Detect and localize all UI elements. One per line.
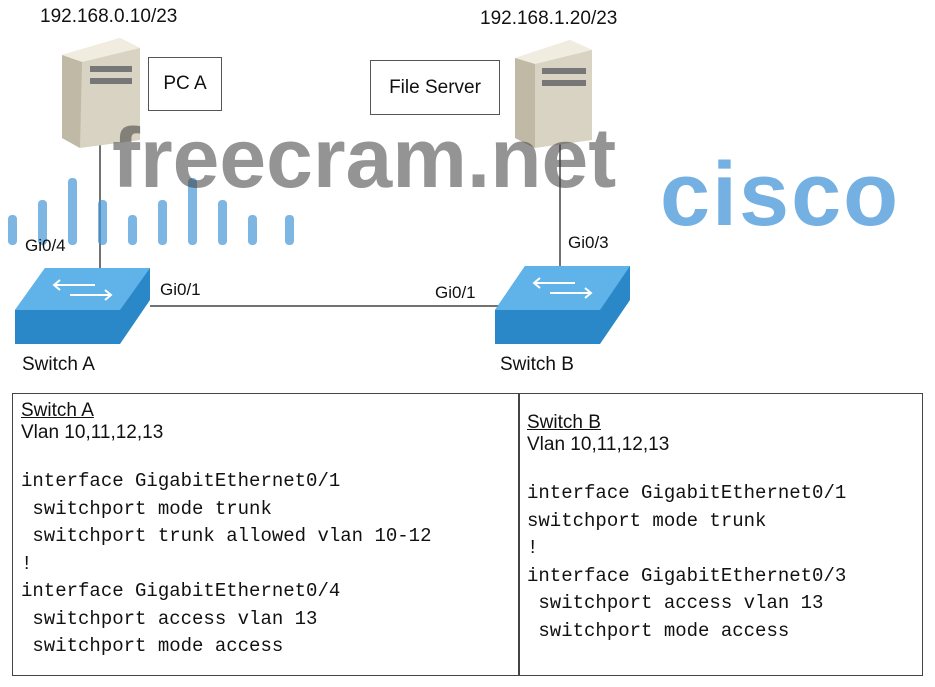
switch-a-icon: [15, 268, 150, 344]
config-line: switchport access vlan 13: [21, 607, 318, 630]
switch-a-label: Switch A: [22, 354, 95, 375]
config-line: interface GigabitEthernet0/3: [527, 564, 847, 587]
file-server-tower-icon: [515, 40, 592, 148]
switch-a-vlans: Vlan 10,11,12,13: [21, 422, 164, 443]
pc-a-ip: 192.168.0.10/23: [40, 6, 178, 27]
switch-a-port-gi0-1: Gi0/1: [160, 280, 201, 299]
config-line: interface GigabitEthernet0/1: [21, 470, 341, 492]
file-server-ip: 192.168.1.20/23: [480, 8, 618, 29]
switch-a-config-title: Switch A: [21, 400, 94, 421]
config-line: switchport mode trunk: [21, 497, 272, 520]
switch-a-config-lines: interface GigabitEthernet0/1 switchport …: [21, 468, 511, 661]
config-line: switchport mode access: [21, 635, 284, 657]
switch-b-label: Switch B: [500, 354, 574, 375]
cisco-logo-bars: [8, 178, 294, 245]
config-line: switchport mode trunk: [527, 509, 767, 532]
config-line: interface GigabitEthernet0/1: [527, 482, 847, 504]
pc-a-label: PC A: [148, 57, 222, 111]
switch-b-port-gi0-1: Gi0/1: [435, 283, 476, 302]
config-line: switchport trunk allowed vlan 10-12: [21, 525, 432, 547]
switch-b-config-title: Switch B: [527, 412, 601, 433]
config-line: !: [21, 552, 33, 575]
file-server-label: File Server: [370, 60, 500, 115]
switch-b-config-lines: interface GigabitEthernet0/1 switchport m…: [527, 480, 914, 645]
config-line: switchport access vlan 13: [527, 592, 824, 614]
switch-b-port-gi0-3: Gi0/3: [568, 233, 609, 252]
pc-a-tower-icon: [62, 38, 140, 148]
switch-a-port-gi0-4: Gi0/4: [25, 236, 66, 255]
config-line: !: [527, 537, 539, 559]
switch-a-config: Switch A Vlan 10,11,12,13 interface Giga…: [12, 393, 520, 676]
config-line: switchport mode access: [527, 619, 790, 642]
cisco-watermark: cisco: [660, 145, 901, 245]
switch-b-vlans: Vlan 10,11,12,13: [527, 434, 670, 455]
config-line: interface GigabitEthernet0/4: [21, 580, 341, 602]
freecram-watermark: freecram.net: [112, 111, 617, 205]
switch-b-icon: [495, 266, 630, 344]
switch-b-config: Switch B Vlan 10,11,12,13 interface Giga…: [518, 393, 923, 676]
topology-graphics: [8, 38, 630, 344]
